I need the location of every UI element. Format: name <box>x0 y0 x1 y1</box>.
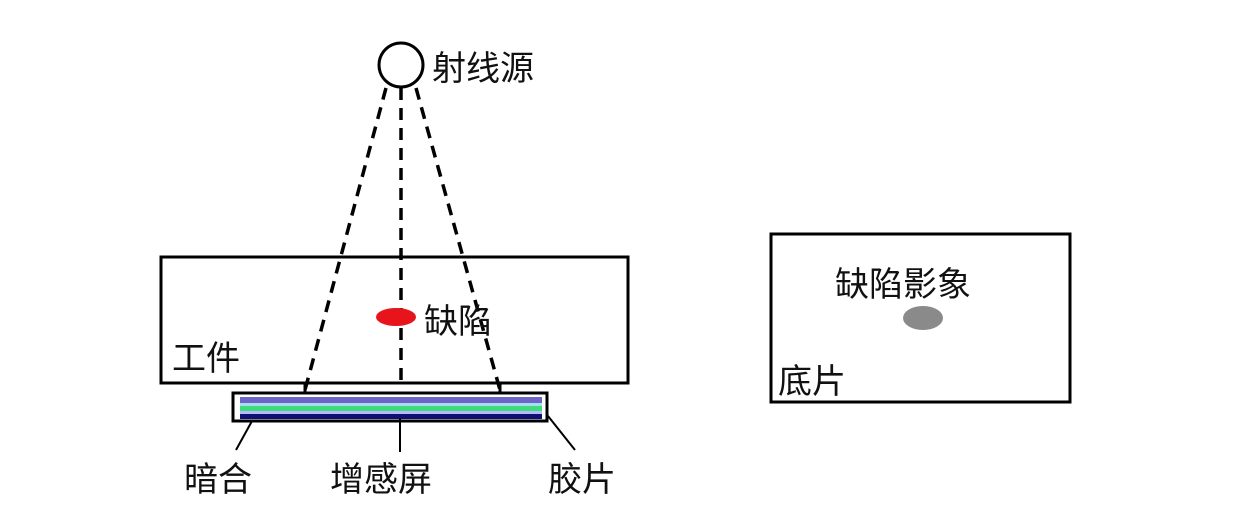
beam-line-right <box>414 87 502 391</box>
film-label: 胶片 <box>548 460 616 500</box>
cassette-label: 暗合 <box>184 460 252 500</box>
workpiece <box>159 255 630 385</box>
workpiece-label: 工件 <box>172 339 240 379</box>
defect-image-mark <box>903 306 943 330</box>
defect-label: 缺陷 <box>424 302 492 342</box>
beam-line-left <box>303 87 388 391</box>
radiation-source-icon <box>377 41 425 89</box>
defect-image-label: 缺陷影象 <box>835 265 971 305</box>
negative-film <box>769 232 1072 404</box>
cassette <box>231 391 549 423</box>
beam-lines <box>303 87 502 391</box>
negative-label: 底片 <box>778 362 846 402</box>
screen-label: 增感屏 <box>330 460 432 500</box>
leader-lines <box>235 415 576 452</box>
intensifying-screen-layer <box>240 406 542 411</box>
defect-mark <box>376 308 416 326</box>
source-label: 射线源 <box>432 49 534 89</box>
cassette-bottom-layer <box>240 414 542 419</box>
cassette-top-layer <box>240 397 542 403</box>
